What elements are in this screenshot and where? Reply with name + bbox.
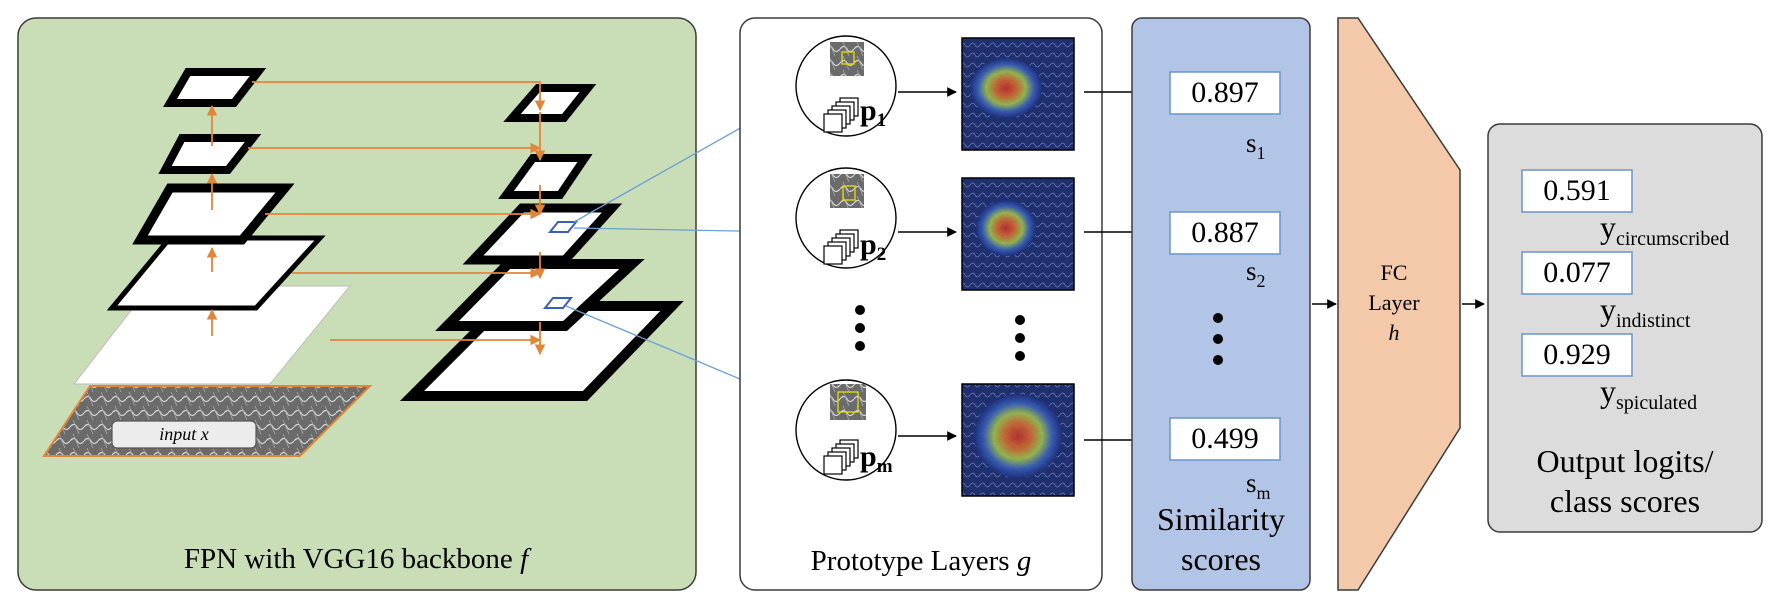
heatmap-2 bbox=[961, 177, 1075, 291]
similarity-panel: 0.897 s1 0.887 s2 0.499 sm Similarity sc… bbox=[1131, 17, 1311, 591]
fc-shape bbox=[1337, 17, 1461, 591]
prototype-thumbnail-2 bbox=[830, 174, 864, 208]
feature-patch-2 bbox=[542, 297, 574, 309]
output-label-1: ycircumscribed bbox=[1600, 209, 1729, 250]
pyramid-layer-2 bbox=[435, 259, 645, 331]
fc-label-line2: Layer bbox=[1368, 290, 1420, 315]
prototype-label-m: pm bbox=[860, 440, 893, 477]
prototype-m: pm bbox=[795, 379, 897, 481]
prototype-bbox-1 bbox=[841, 51, 855, 65]
prototype-ellipsis bbox=[855, 305, 1025, 361]
prototype-stack-1 bbox=[823, 97, 859, 133]
prototype-circle-m bbox=[795, 379, 897, 481]
backbone-layer-5 bbox=[163, 68, 267, 107]
output-label-3: yspiculated bbox=[1600, 373, 1697, 414]
prototype-circle-2 bbox=[795, 167, 897, 269]
prototype-caption-var: g bbox=[1017, 545, 1032, 577]
feature-patch-1 bbox=[547, 221, 579, 233]
score-label-m: sm bbox=[1246, 468, 1271, 503]
prototype-2: p2 bbox=[795, 167, 897, 269]
output-value-1: 0.591 bbox=[1543, 174, 1611, 207]
score-value-m: 0.499 bbox=[1191, 422, 1259, 455]
prototype-thumbnail-1 bbox=[830, 42, 864, 76]
backbone-layer-3 bbox=[132, 183, 295, 245]
output-box-2 bbox=[1521, 251, 1633, 295]
fc-label-var: h bbox=[1389, 320, 1400, 345]
pyramid-layer-5 bbox=[503, 84, 597, 122]
score-label-2: s2 bbox=[1246, 256, 1266, 291]
prototype-stack-m bbox=[823, 439, 859, 475]
heatmap-1 bbox=[961, 37, 1075, 151]
prototype-circle-1 bbox=[795, 35, 897, 137]
prototype-caption: Prototype Layers g bbox=[811, 545, 1032, 577]
output-box-1 bbox=[1521, 169, 1633, 213]
prototype-panel: p1 p2 pm bbox=[739, 17, 1103, 591]
prototype-label-2: p2 bbox=[860, 228, 886, 265]
similarity-caption-line2: scores bbox=[1181, 541, 1261, 577]
pyramid-layer-4 bbox=[498, 154, 593, 199]
score-value-2: 0.887 bbox=[1191, 216, 1259, 249]
prototype-1: p1 bbox=[795, 35, 897, 137]
output-caption-line2: class scores bbox=[1550, 483, 1700, 519]
backbone-layer-4 bbox=[158, 134, 262, 174]
output-box-3 bbox=[1521, 333, 1633, 377]
prototype-bbox-m bbox=[837, 391, 859, 413]
output-value-2: 0.077 bbox=[1543, 256, 1611, 289]
prototype-to-heatmap-arrows bbox=[898, 87, 957, 441]
fc-label-line1: FC bbox=[1381, 260, 1408, 285]
score-box-2 bbox=[1169, 211, 1281, 255]
input-label: input x bbox=[159, 424, 209, 444]
fpn-panel: input x bbox=[17, 17, 697, 591]
fpn-caption: FPN with VGG16 backbone f bbox=[184, 543, 532, 575]
output-value-3: 0.929 bbox=[1543, 338, 1611, 371]
score-ellipsis bbox=[1213, 313, 1223, 365]
input-label-box bbox=[111, 420, 257, 449]
heatmap-m bbox=[961, 383, 1075, 497]
score-label-1: s1 bbox=[1246, 128, 1266, 163]
prototype-caption-text: Prototype Layers bbox=[811, 545, 1017, 577]
output-caption-line1: Output logits/ bbox=[1537, 443, 1714, 479]
similarity-caption-line1: Similarity bbox=[1157, 501, 1285, 537]
output-label-2: yindistinct bbox=[1600, 291, 1691, 332]
prototype-bbox-2 bbox=[842, 185, 856, 201]
prototype-label-1: p1 bbox=[860, 94, 886, 131]
score-box-1 bbox=[1169, 71, 1281, 115]
fpn-caption-text: FPN with VGG16 backbone bbox=[184, 543, 520, 575]
output-background bbox=[1487, 123, 1763, 533]
output-panel: 0.591 ycircumscribed 0.077 yindistinct 0… bbox=[1487, 123, 1763, 533]
fc-layer: FC Layer h bbox=[1337, 17, 1461, 591]
prototype-stack-2 bbox=[823, 229, 859, 265]
score-value-1: 0.897 bbox=[1191, 76, 1259, 109]
prototype-thumbnail-m bbox=[830, 384, 866, 420]
backbone-layer-2 bbox=[106, 235, 326, 311]
score-box-m bbox=[1169, 417, 1281, 461]
lateral-arrows bbox=[248, 81, 546, 346]
